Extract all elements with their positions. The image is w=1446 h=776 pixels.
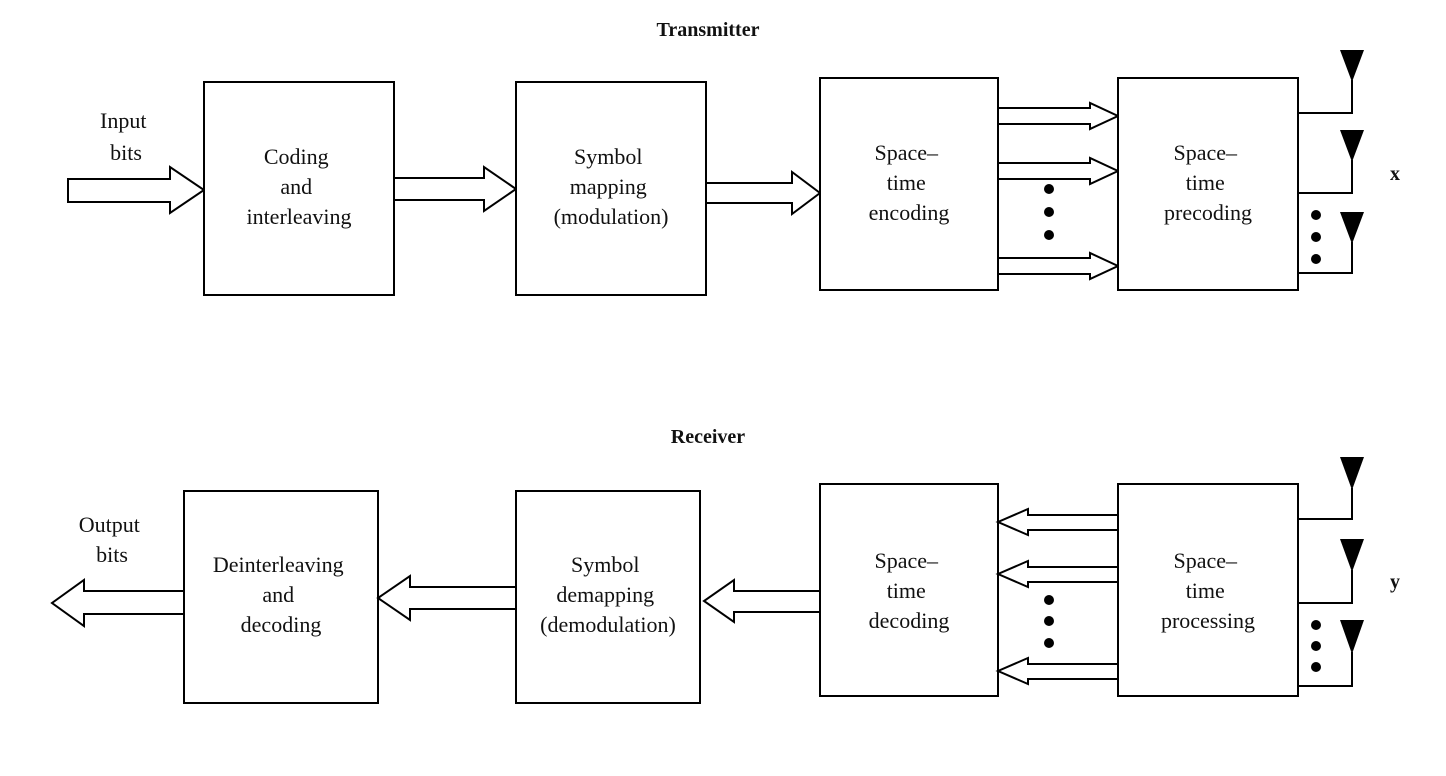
space-time-encoding-block — [819, 77, 999, 291]
space-time-processing-label: Space– time processing — [1161, 548, 1255, 633]
antenna-icon — [1340, 50, 1364, 82]
space-time-decoding-label: Space– time decoding — [869, 548, 950, 633]
ellipsis-dot — [1311, 641, 1321, 651]
ellipsis-dot — [1044, 616, 1054, 626]
symbol-mapping-label: Symbol mapping (modulation) — [554, 144, 669, 229]
ellipsis-dot — [1044, 230, 1054, 240]
space-time-processing-block — [1117, 483, 1299, 697]
coding-to-mapping-arrow — [393, 165, 518, 213]
transmitter-title: Transmitter — [657, 19, 760, 41]
encoding-to-precoding-arrow-1 — [997, 101, 1121, 131]
symbol-mapping-block — [515, 81, 707, 296]
encoding-to-precoding-arrow-3 — [997, 251, 1121, 281]
coding-interleaving-label: Coding and interleaving — [246, 144, 351, 229]
receiver-title: Receiver — [671, 426, 746, 448]
ellipsis-dot — [1044, 184, 1054, 194]
deinterleaving-decoding-block — [183, 490, 379, 704]
rx-signal-y-label: y — [1390, 571, 1400, 593]
ellipsis-dot — [1311, 662, 1321, 672]
tx-antenna-feed-3 — [1298, 242, 1353, 274]
antenna-icon — [1340, 620, 1364, 654]
ellipsis-dot — [1311, 210, 1321, 220]
space-time-precoding-block — [1117, 77, 1299, 291]
space-time-precoding-label: Space– time precoding — [1164, 140, 1252, 225]
ellipsis-dot — [1044, 638, 1054, 648]
antenna-icon — [1340, 457, 1364, 490]
output-arrow — [50, 578, 185, 628]
deinterleaving-decoding-label: Deinterleaving and decoding — [213, 552, 349, 637]
rx-antenna-feed-2 — [1298, 570, 1353, 604]
processing-to-decoding-arrow-3 — [995, 656, 1119, 686]
ellipsis-dot — [1311, 620, 1321, 630]
input-arrow — [67, 165, 206, 215]
decoding-to-demapping-arrow — [702, 578, 821, 624]
coding-interleaving-block — [203, 81, 395, 296]
space-time-decoding-block — [819, 483, 999, 697]
tx-antenna-feed-1 — [1298, 80, 1353, 114]
mapping-to-encoding-arrow — [705, 170, 822, 216]
ellipsis-dot — [1044, 595, 1054, 605]
symbol-demapping-block — [515, 490, 701, 704]
space-time-encoding-label: Space– time encoding — [869, 140, 950, 225]
processing-to-decoding-arrow-1 — [995, 507, 1119, 537]
output-bits-label: Output bits — [79, 512, 146, 567]
antenna-icon — [1340, 212, 1364, 244]
ellipsis-dot — [1044, 207, 1054, 217]
encoding-to-precoding-arrow-2 — [997, 156, 1121, 186]
ellipsis-dot — [1311, 232, 1321, 242]
ellipsis-dot — [1311, 254, 1321, 264]
antenna-icon — [1340, 539, 1364, 572]
demapping-to-deinterleaving-arrow — [376, 574, 517, 622]
tx-signal-x-label: x — [1390, 163, 1400, 185]
input-bits-label: Input bits — [100, 108, 152, 165]
processing-to-decoding-arrow-2 — [995, 559, 1119, 589]
symbol-demapping-label: Symbol demapping (demodulation) — [540, 552, 676, 637]
rx-antenna-feed-3 — [1298, 652, 1353, 687]
tx-antenna-feed-2 — [1298, 160, 1353, 194]
antenna-icon — [1340, 130, 1364, 162]
rx-antenna-feed-1 — [1298, 488, 1353, 520]
